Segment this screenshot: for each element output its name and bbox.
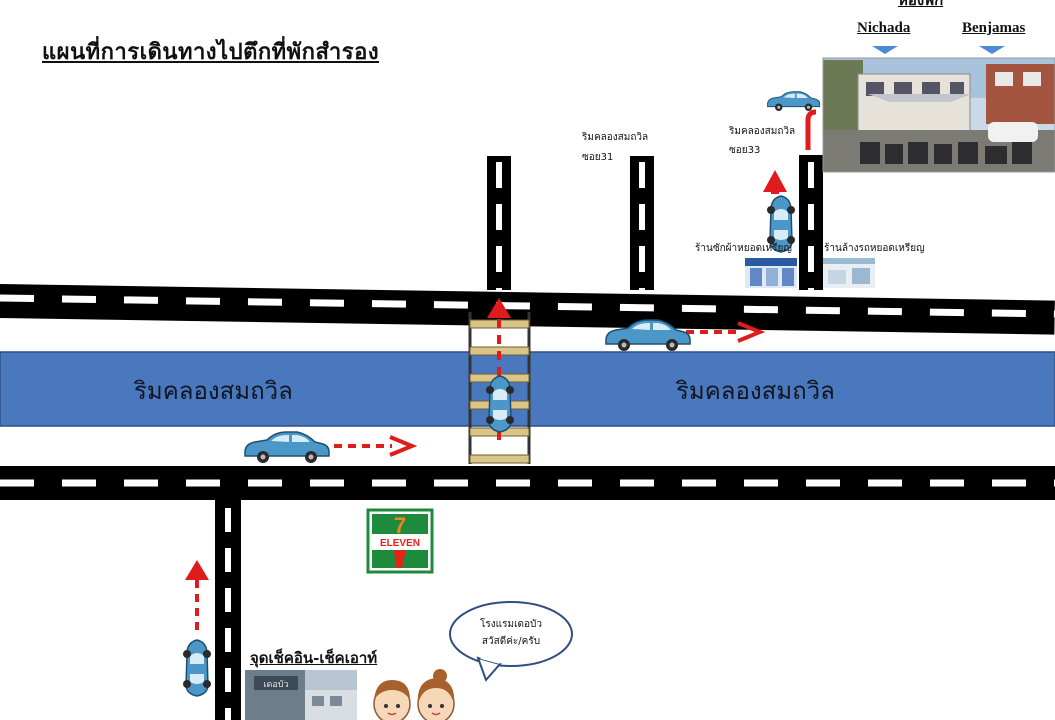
- canal-label-right: ริมคลองสมถวิล: [676, 377, 835, 405]
- name-benjamas: Benjamas: [962, 20, 1026, 36]
- soi33-label-line2: ซอย33: [729, 145, 761, 156]
- arrow-soi33-up: [763, 170, 787, 194]
- hotel-photo: เดอบัว: [245, 670, 357, 720]
- car-lower-road: [244, 431, 330, 464]
- svg-text:7: 7: [394, 513, 406, 538]
- soi33-label-line1: ริมคลองสมถวิล: [729, 126, 796, 137]
- canal-label-left: ริมคลองสมถวิล: [134, 377, 293, 405]
- car-bridge: [485, 375, 515, 433]
- building-label: ห้องพัก: [898, 0, 944, 9]
- car-checkin-road: [182, 639, 212, 697]
- arrow-lower-right: [334, 435, 418, 457]
- laundry-shop-photo: [745, 258, 797, 288]
- map-title: แผนที่การเดินทางไปตึกที่พักสำรอง: [42, 39, 380, 65]
- svg-text:เดอบัว: เดอบัว: [263, 680, 288, 690]
- arrow-turn: [805, 109, 817, 150]
- arrow-checkin-up: [185, 560, 209, 630]
- carwash-shop-label: ร้านล้างรถหยอดเหรียญ: [824, 243, 925, 254]
- building-photo: [822, 57, 1055, 173]
- soi31-label-line2: ซอย31: [582, 152, 614, 163]
- nichada-arrow: [872, 46, 898, 54]
- staff-man: [373, 680, 411, 720]
- arrow-upper-right: [686, 321, 766, 343]
- soi31-label-line1: ริมคลองสมถวิล: [582, 132, 649, 143]
- speech-line-1: โรงแรมเดอบัว: [480, 619, 542, 630]
- car-building: [767, 91, 821, 112]
- laundry-shop-label: ร้านซักผ้าหยอดเหรียญ: [695, 243, 792, 254]
- name-nichada: Nichada: [857, 20, 911, 36]
- checkin-label: จุดเช็คอิน-เช็คเอาท์: [250, 649, 378, 667]
- benjamas-arrow: [979, 46, 1005, 54]
- speech-bubble-text: โรงแรมเดอบัว สวัสดีค่ะ/ครับ: [462, 616, 560, 650]
- seven-eleven-logo: 7 ELEVEN: [366, 508, 434, 574]
- staff-woman: [417, 669, 455, 720]
- speech-bubble: [449, 601, 573, 682]
- carwash-shop-photo: [823, 258, 875, 288]
- svg-text:ELEVEN: ELEVEN: [380, 538, 420, 549]
- speech-line-2: สวัสดีค่ะ/ครับ: [481, 636, 541, 647]
